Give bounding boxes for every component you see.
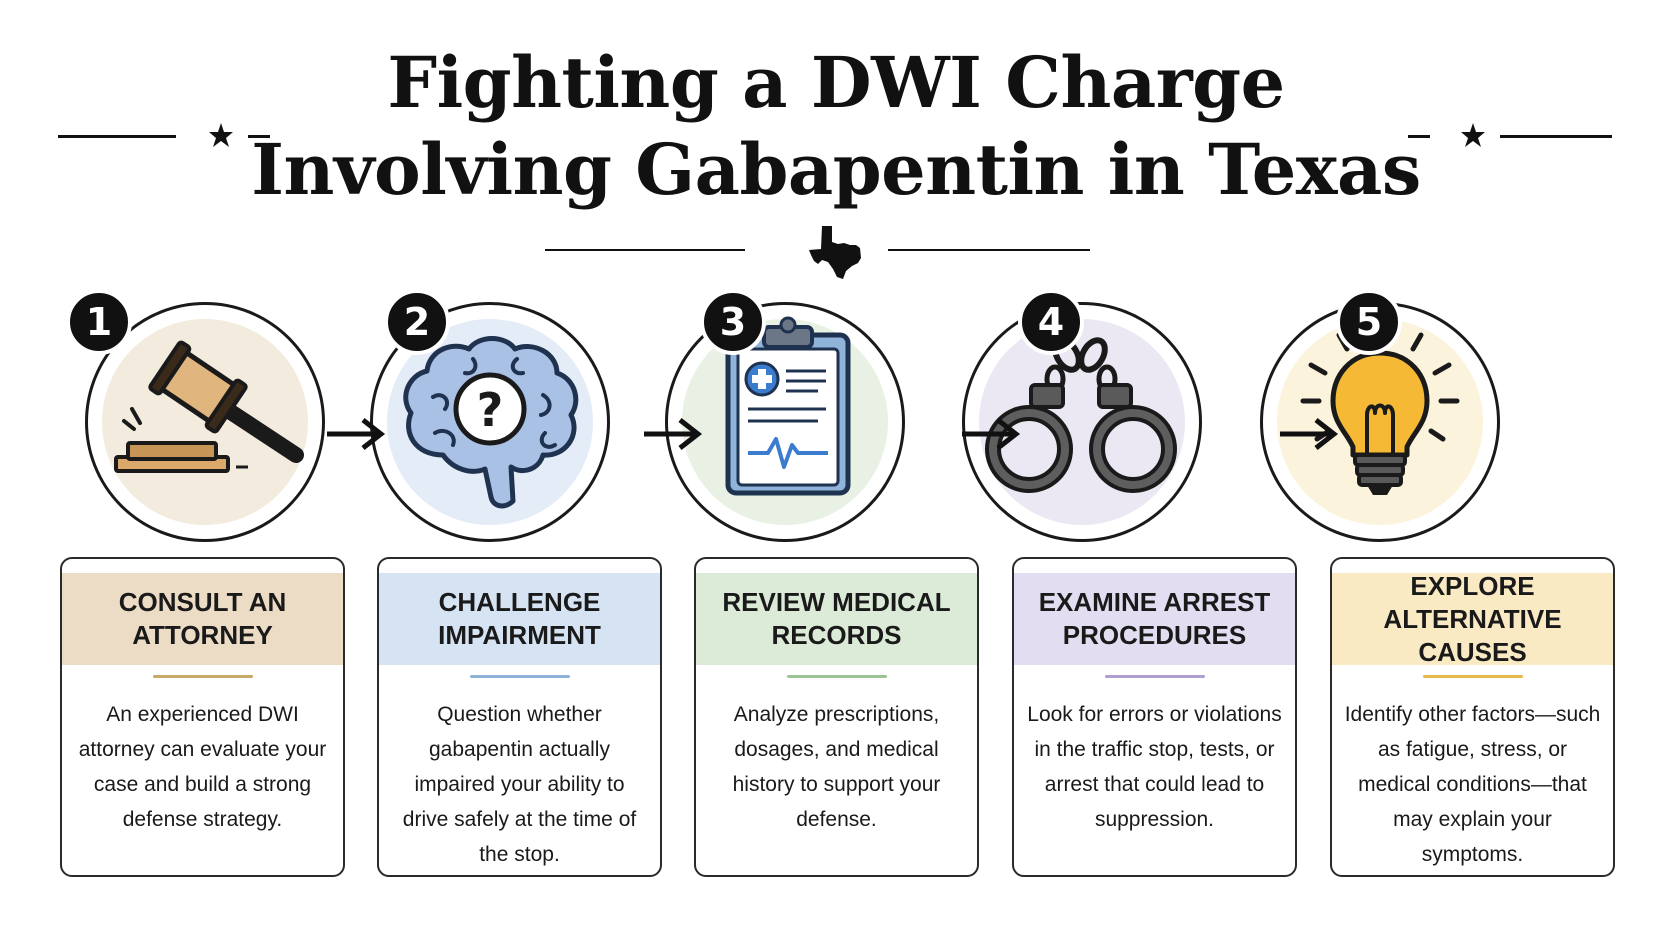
right-star-icon bbox=[1461, 123, 1485, 147]
svg-text:?: ? bbox=[477, 383, 504, 437]
step-2-description: Question whether gabapentin actually imp… bbox=[402, 703, 637, 866]
texas-right-line bbox=[888, 249, 1090, 251]
left-decor-dash bbox=[248, 135, 270, 138]
lightbulb-icon bbox=[1300, 320, 1460, 495]
handcuffs-icon bbox=[985, 337, 1177, 493]
texas-map-icon bbox=[809, 226, 861, 279]
page-title-line-1: Fighting a DWI Charge bbox=[387, 41, 1285, 124]
step-1-divider bbox=[152, 675, 253, 678]
step-4-divider bbox=[1104, 675, 1205, 678]
step-3-description: Analyze prescriptions, dosages, and medi… bbox=[732, 703, 941, 831]
left-star-icon bbox=[209, 123, 233, 147]
step-5-badge: 5 bbox=[1336, 289, 1402, 355]
right-decor-dash bbox=[1408, 135, 1430, 138]
arrow-2-3-icon bbox=[644, 418, 703, 450]
step-1-description: An experienced DWI attorney can evaluate… bbox=[78, 703, 327, 831]
arrow-3-4-icon bbox=[962, 418, 1021, 450]
step-5-description: Identify other factors—such as fatigue, … bbox=[1344, 703, 1601, 866]
step-3-card: REVIEW MEDICAL RECORDS Analyze prescript… bbox=[694, 557, 979, 877]
page-title-line-2: Involving Gabapentin in Texas bbox=[251, 128, 1421, 211]
step-3-divider bbox=[786, 675, 887, 678]
step-2-badge: 2 bbox=[384, 289, 450, 355]
step-5-heading: EXPLORE ALTERNATIVE CAUSES bbox=[1332, 571, 1613, 667]
left-decor-line bbox=[58, 135, 176, 138]
step-4-card: EXAMINE ARREST PROCEDURES Look for error… bbox=[1012, 557, 1297, 877]
step-1-badge: 1 bbox=[66, 289, 132, 355]
step-2-card: CHALLENGE IMPAIRMENT Question whether ga… bbox=[377, 557, 662, 877]
step-1-card: CONSULT AN ATTORNEY An experienced DWI a… bbox=[60, 557, 345, 877]
step-4-heading: EXAMINE ARREST PROCEDURES bbox=[1014, 573, 1295, 665]
step-5-divider bbox=[1422, 675, 1523, 678]
step-1-circle bbox=[85, 302, 325, 542]
gavel-icon bbox=[114, 340, 304, 473]
arrow-1-2-icon bbox=[327, 418, 386, 450]
brain-question-icon: ? bbox=[403, 336, 579, 509]
step-4-description: Look for errors or violations in the tra… bbox=[1027, 703, 1282, 831]
texas-left-line bbox=[545, 249, 745, 251]
step-2-heading: CHALLENGE IMPAIRMENT bbox=[379, 573, 660, 665]
medical-clipboard-icon bbox=[725, 316, 851, 496]
step-3-badge: 3 bbox=[700, 289, 766, 355]
right-decor-line bbox=[1500, 135, 1612, 138]
step-5-card: EXPLORE ALTERNATIVE CAUSES Identify othe… bbox=[1330, 557, 1615, 877]
step-3-heading: REVIEW MEDICAL RECORDS bbox=[696, 573, 977, 665]
step-1-tint bbox=[102, 319, 308, 525]
step-2-divider bbox=[469, 675, 570, 678]
arrow-4-5-icon bbox=[1280, 418, 1339, 450]
step-4-badge: 4 bbox=[1018, 289, 1084, 355]
step-4-circle bbox=[962, 302, 1202, 542]
step-3-circle bbox=[665, 302, 905, 542]
step-1-heading: CONSULT AN ATTORNEY bbox=[62, 573, 343, 665]
